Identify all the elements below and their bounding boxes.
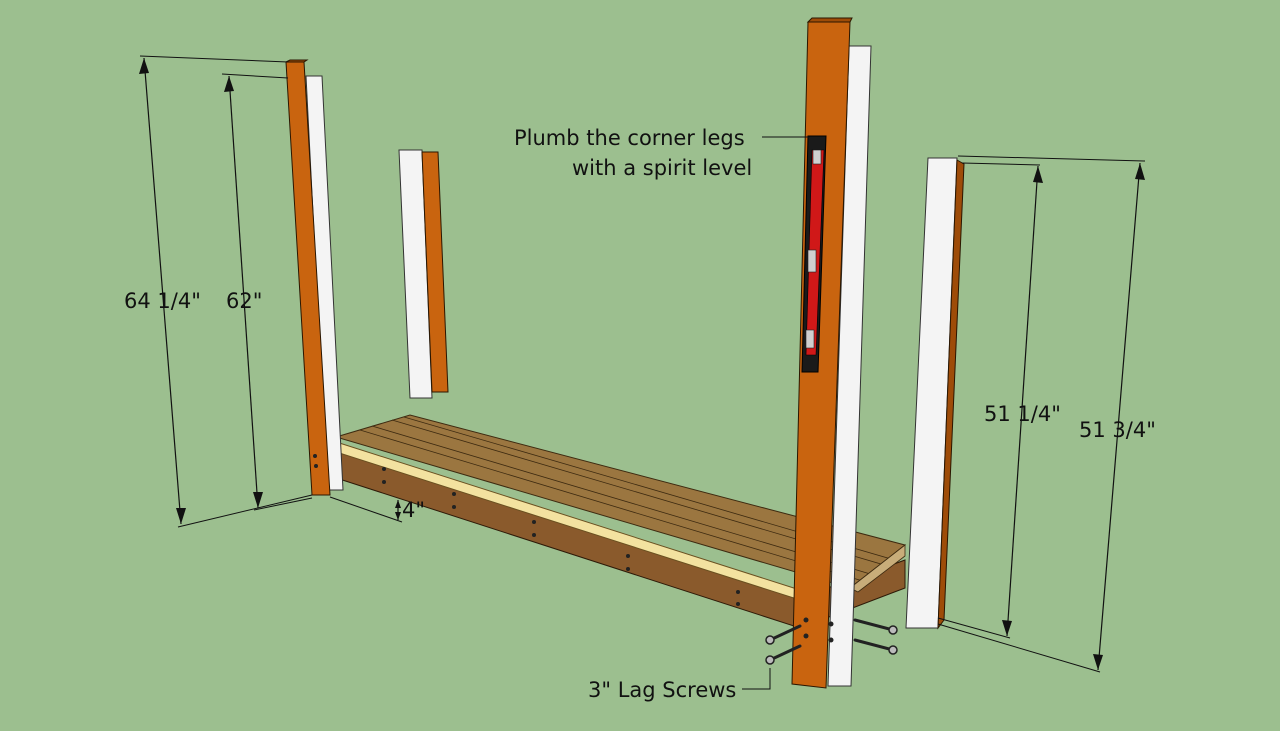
left-outer-height-label: 64 1/4" [124, 289, 201, 313]
lag-screws-label: 3" Lag Screws [588, 678, 736, 702]
plumb-note-line2: with a spirit level [572, 156, 752, 180]
dimension-apron [329, 496, 403, 523]
plumb-note-line1: Plumb the corner legs [514, 126, 745, 150]
spirit-level [801, 135, 827, 373]
back-left-leg [398, 149, 449, 399]
dimension-right-inner [937, 162, 1043, 639]
lag-screws-icon [765, 618, 898, 665]
apron-height-label: 4" [402, 498, 425, 522]
front-left-leg [285, 59, 344, 496]
dimension-left-outer [139, 55, 313, 528]
back-right-leg [905, 157, 965, 630]
right-inner-height-label: 51 1/4" [984, 402, 1061, 426]
left-inner-height-label: 62" [226, 289, 262, 313]
dimension-left-inner [221, 73, 313, 511]
lag-leader [742, 668, 771, 690]
dimension-right-outer [937, 155, 1146, 673]
right-outer-height-label: 51 3/4" [1079, 418, 1156, 442]
